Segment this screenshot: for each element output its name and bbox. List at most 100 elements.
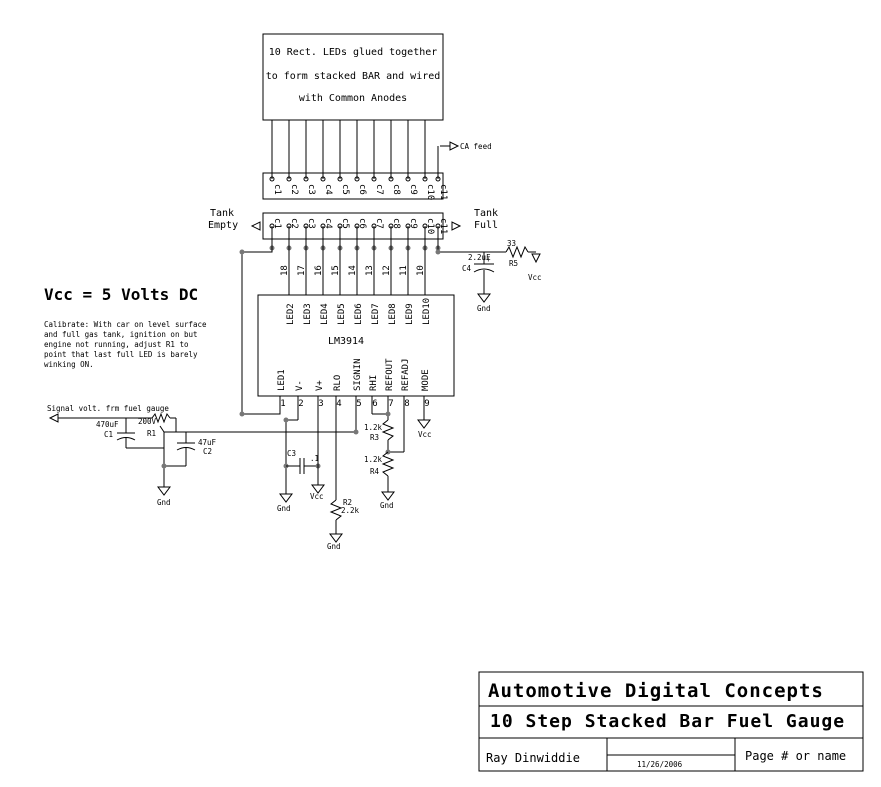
top-pin-marker [371, 176, 377, 182]
tank-empty-label-2: Empty [208, 220, 238, 231]
c3-value: .1 [310, 454, 319, 463]
top-pin-marker [320, 176, 326, 182]
title-company: Automotive Digital Concepts [488, 680, 824, 702]
chip-bottom-pin-number: 4 [336, 399, 341, 409]
chip-bottom-pin-label: RLO [333, 375, 343, 391]
r1-name: R1 [147, 429, 156, 438]
c4-plus: + [486, 255, 491, 264]
calibrate-note-3: engine not running, adjust R1 to [44, 340, 189, 349]
title-date: 11/26/2006 [637, 760, 683, 769]
chip-pins: 18LED217LED316LED415LED514LED613LED712LE… [277, 226, 432, 409]
chip-bottom-pin-label: LED1 [277, 369, 287, 391]
r1-gnd-label: Gnd [157, 498, 171, 507]
tank-full-label-1: Tank [474, 208, 498, 219]
r2-value: 2.2k [341, 506, 360, 515]
c4-ground-icon [477, 293, 491, 303]
chip-top-pin-number: 16 [314, 265, 324, 276]
chip-bottom-pin-label: MODE [421, 369, 431, 391]
r1-potentiometer [151, 412, 171, 424]
r5-resistor [505, 245, 529, 259]
chip-top-pin-number: 17 [297, 265, 307, 276]
title-page: Page # or name [745, 749, 846, 763]
top-pin-label: c5 [340, 184, 350, 195]
calibrate-note-2: and full gas tank, ignition on but [44, 330, 198, 339]
led-box-line3: with Common Anodes [299, 93, 407, 104]
chip-top-pin-number: 18 [280, 265, 290, 276]
ca-feed-label: CA feed [460, 142, 492, 151]
top-pin-label: c11 [438, 184, 448, 200]
bottom-pin-label: c2 [289, 218, 299, 229]
c1-name: C1 [104, 430, 113, 439]
mode-vcc-arrow-icon [417, 419, 431, 429]
chip-bottom-pin-number: 9 [424, 399, 429, 409]
r4-gnd-label: Gnd [380, 501, 394, 510]
chip-top-pin-label: LED6 [354, 303, 364, 325]
top-pin-label: c6 [357, 184, 367, 195]
top-pin-marker [269, 176, 275, 182]
chip-bottom-pin-label: REFOUT [385, 358, 395, 391]
c4-gnd-label: Gnd [477, 304, 491, 313]
c3-name: C3 [287, 449, 296, 458]
chip-top-pin-label: LED4 [320, 303, 330, 325]
c4-name: C4 [462, 264, 472, 273]
r2-gnd-label: Gnd [327, 542, 341, 551]
top-pin-label: c3 [306, 184, 316, 195]
r4-resistor [381, 451, 395, 477]
top-pin-label: c8 [391, 184, 401, 195]
tank-empty-label-1: Tank [210, 208, 234, 219]
chip-top-pin-number: 12 [382, 265, 392, 276]
r2-ground-icon [329, 533, 343, 543]
top-pin-marker [388, 176, 394, 182]
bottom-pin-label: c11 [438, 218, 448, 234]
v-plus-vcc-label: Vcc [310, 492, 324, 501]
ca-feed-arrow-icon [449, 141, 460, 151]
chip-bottom-pin-number: 3 [318, 399, 323, 409]
bottom-pin-label: c1 [272, 218, 282, 229]
top-pin-marker [337, 176, 343, 182]
top-pin-label: c9 [408, 184, 418, 195]
r4-value: 1.2k [364, 455, 383, 464]
top-pin-label: c2 [289, 184, 299, 195]
r4-name: R4 [370, 467, 380, 476]
r3-value: 1.2k [364, 423, 383, 432]
chip-top-pin-number: 14 [348, 265, 358, 276]
mode-vcc-label: Vcc [418, 430, 432, 439]
calibrate-note-5: winking ON. [44, 360, 94, 369]
chip-bottom-pin-number: 6 [372, 399, 377, 409]
bottom-pin-label: c8 [391, 218, 401, 229]
bottom-connector [262, 212, 444, 240]
chip-top-pin-label: LED5 [337, 303, 347, 325]
top-pin-label: c4 [323, 184, 333, 195]
r3-resistor [381, 419, 395, 441]
bottom-pin-label: c9 [408, 218, 418, 229]
chip-bottom-pin-label: V- [295, 380, 305, 391]
r4-ground-icon [381, 491, 395, 501]
calibrate-note-1: Calibrate: With car on level surface [44, 320, 207, 329]
calibrate-note-4: point that last full LED is barely [44, 350, 198, 359]
top-pin-marker [405, 176, 411, 182]
r3-name: R3 [370, 433, 379, 442]
signal-label: Signal volt. frm fuel gauge [47, 404, 169, 413]
top-pin-marker [422, 176, 428, 182]
bottom-pin-label: c4 [323, 218, 333, 229]
chip-top-pin-label: LED2 [286, 303, 296, 325]
top-pin-label: c10 [425, 184, 435, 200]
chip-top-pin-number: 13 [365, 265, 375, 276]
led-box-line2: to form stacked BAR and wired [266, 71, 441, 82]
top-pin-label: c1 [272, 184, 282, 195]
chip-top-pin-label: LED10 [422, 298, 432, 325]
tank-full-label-2: Full [474, 220, 498, 231]
led-box-line1: 10 Rect. LEDs glued together [269, 47, 438, 58]
chip-bottom-pin-label: V+ [315, 380, 325, 391]
v-minus-ground-icon [279, 493, 293, 503]
vcc-title: Vcc = 5 Volts DC [44, 285, 198, 304]
c2-value: 47uF [198, 438, 217, 447]
chip-name: LM3914 [328, 336, 364, 347]
top-pin-marker [286, 176, 292, 182]
top-pin-marker [354, 176, 360, 182]
chip-top-pin-label: LED8 [388, 303, 398, 325]
chip-top-pin-number: 15 [331, 265, 341, 276]
signal-arrow-icon [48, 413, 59, 423]
chip-top-pin-label: LED7 [371, 303, 381, 325]
